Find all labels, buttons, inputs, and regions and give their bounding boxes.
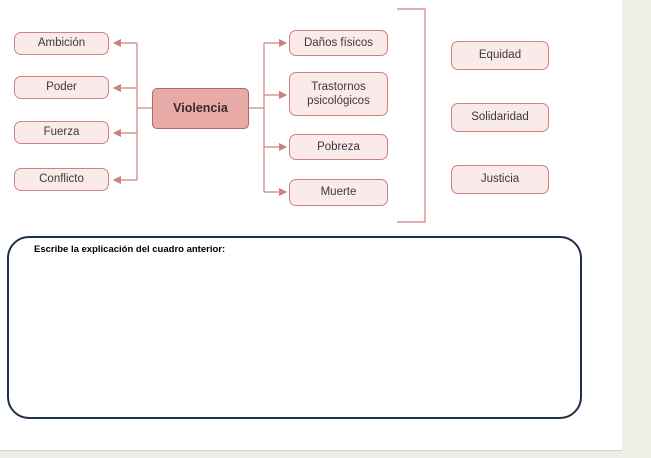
answer-prompt: Escribe la explicación del cuadro anteri… bbox=[34, 244, 226, 255]
right-sidebar bbox=[622, 0, 651, 458]
connector-lines bbox=[112, 8, 426, 223]
cause-node-fuerza: Fuerza bbox=[14, 121, 109, 144]
cause-node-ambicion: Ambición bbox=[14, 32, 109, 55]
center-node-violencia: Violencia bbox=[152, 88, 249, 129]
cause-node-conflicto: Conflicto bbox=[14, 168, 109, 191]
value-node-equidad: Equidad bbox=[451, 41, 549, 70]
cause-node-poder: Poder bbox=[14, 76, 109, 99]
answer-box[interactable] bbox=[7, 236, 582, 419]
value-node-solidaridad: Solidaridad bbox=[451, 103, 549, 132]
effect-node-pobreza: Pobreza bbox=[289, 134, 388, 160]
effect-node-danos-fisicos: Daños físicos bbox=[289, 30, 388, 56]
effect-node-trastornos: Trastornos psicológicos bbox=[289, 72, 388, 116]
value-node-justicia: Justicia bbox=[451, 165, 549, 194]
bottom-band bbox=[0, 450, 622, 458]
effect-node-muerte: Muerte bbox=[289, 179, 388, 206]
large-right-bracket bbox=[397, 8, 426, 223]
